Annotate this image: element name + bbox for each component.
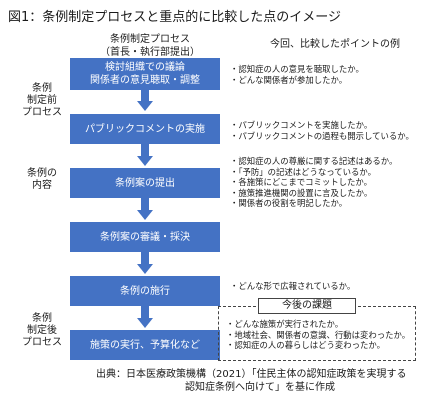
bullet-item: ・地域社会、関係者の意識、行動は変わったか。 (226, 329, 411, 340)
arrow-down-4-icon (137, 264, 153, 274)
step-public-comment: パブリックコメントの実施 (70, 114, 220, 144)
step-bill-submission-line1: 条例案の提出 (115, 177, 175, 189)
step-bill-submission: 条例案の提出 (70, 168, 220, 198)
source-line2: 認知症条例へ向けて」を基に作成 (185, 382, 335, 393)
step-policy-execution: 施策の実行、予算化など (70, 330, 220, 360)
bullet-item: ・どんな関係者が参加したか。 (230, 74, 348, 85)
arrow-down-5-icon (137, 318, 153, 328)
step-public-comment-line1: パブリックコメントの実施 (85, 123, 205, 135)
bullet-item: ・認知症の人の意見を聴取したか。 (230, 64, 364, 74)
arrow-stem-1 (141, 90, 149, 101)
stage-after: 条例 制定後 プロセス (18, 313, 66, 349)
arrow-stem-3 (141, 198, 149, 210)
bullets-enforcement: ・どんな形で広報されているか。 (230, 281, 355, 292)
arrow-stem-2 (141, 144, 149, 156)
bullets-bill-content: ・認知症の人の尊厳に関する記述はあるか。 ・「予防」の記述はどうなっているか。 … (230, 156, 397, 209)
stage-content-line2: 内容 (32, 180, 52, 191)
bullet-item: ・施策推進機関の設置に言及したか。 (230, 187, 373, 198)
stage-content-line1: 条例の (27, 168, 57, 179)
bullet-item: ・認知症の人の尊厳に関する記述はあるか。 (230, 156, 398, 166)
step-deliberation-line2: 関係者の意見聴取・調整 (90, 75, 200, 86)
bullet-item: ・どんな施策が実行されたか。 (226, 319, 344, 329)
stage-after-line1: 条例 (32, 313, 52, 324)
stage-before-line1: 条例 (32, 83, 52, 94)
arrow-down-3-icon (137, 210, 153, 220)
bullet-item: ・パブリックコメントの過程も開示しているか。 (230, 130, 414, 141)
bullet-item: ・関係者の役割を明記したか。 (230, 198, 348, 209)
stage-before: 条例 制定前 プロセス (18, 83, 66, 119)
bullet-item: ・どんな形で広報されているか。 (230, 281, 356, 291)
bullet-item: ・パブリックコメントを実施したか。 (230, 120, 373, 130)
arrow-down-1-icon (137, 101, 153, 111)
bullet-item: ・各施策にどこまでコミットしたか。 (230, 177, 372, 188)
stage-before-line3: プロセス (22, 107, 62, 118)
bullets-public-comment: ・パブリックコメントを実施したか。 ・パブリックコメントの過程も開示しているか。 (230, 120, 414, 141)
step-deliberation-vote: 条例案の審議・採決 (70, 222, 220, 252)
bullet-item: ・「予防」の記述はどうなっているか。 (230, 166, 376, 177)
bullet-item: ・認知症の人の暮らしはどう変わったか。 (226, 340, 385, 351)
left-column-header: 条例制定プロセス （首長・執行部提出） (75, 33, 225, 59)
arrow-stem-4 (141, 252, 149, 264)
right-column-header: 今回、比較したポイントの例 (270, 39, 400, 50)
arrow-down-2-icon (137, 156, 153, 166)
step-deliberation-vote-line1: 条例案の審議・採決 (100, 231, 190, 243)
stage-after-line3: プロセス (22, 337, 62, 348)
step-deliberation: 検討組織での議論 関係者の意見聴取・調整 (70, 58, 220, 90)
future-issues-title: 今後の課題 (258, 298, 356, 314)
source-line1: 出典：日本医療政策機構（2021）「住民主体の認知症政策を実現する (96, 369, 407, 380)
step-enforcement-line1: 条例の施行 (120, 285, 170, 297)
arrow-stem-5 (141, 306, 149, 318)
stage-content: 条例の 内容 (18, 168, 66, 192)
stage-before-line2: 制定前 (27, 95, 57, 106)
step-deliberation-line1: 検討組織での議論 (105, 62, 185, 73)
left-header-line1: 条例制定プロセス (110, 34, 190, 45)
step-enforcement: 条例の施行 (70, 276, 220, 306)
step-policy-execution-line1: 施策の実行、予算化など (90, 339, 200, 351)
stage-after-line2: 制定後 (27, 325, 57, 336)
figure-title: 図1：条例制定プロセスと重点的に比較した点のイメージ (8, 10, 342, 25)
bullets-deliberation: ・認知症の人の意見を聴取したか。 ・どんな関係者が参加したか。 (230, 64, 364, 85)
left-header-line2: （首長・執行部提出） (100, 47, 200, 58)
bullets-future-issues: ・どんな施策が実行されたか。 ・地域社会、関係者の意識、行動は変わったか。 ・認… (226, 319, 410, 351)
